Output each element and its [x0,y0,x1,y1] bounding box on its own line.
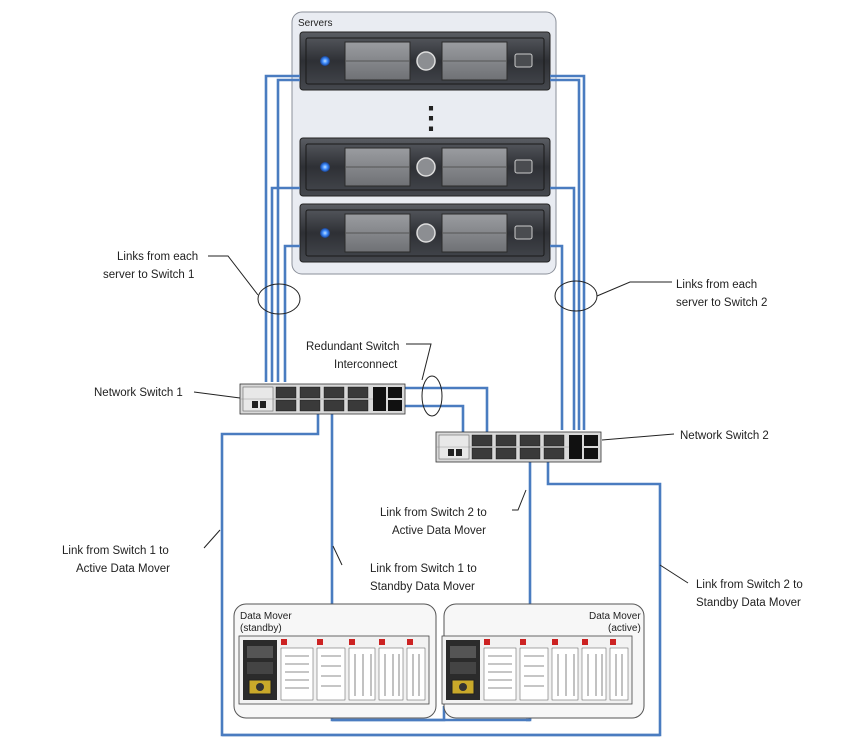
data-mover-active: Data Mover (active) [441,603,645,719]
sw2-active-label-2: Active Data Mover [392,525,486,537]
dm-standby-title: Data Mover [240,611,292,622]
links-sw2-label-1: Links from each [676,279,757,291]
dm-active-chassis [441,635,633,705]
links-sw2-label-2: server to Switch 2 [676,297,767,309]
dm-active-subtitle: (active) [608,623,641,634]
ellipsis-dots: ⋮ [416,102,446,135]
sw2-active-label-1: Link from Switch 2 to [380,507,487,519]
server-links-switch2 [550,74,586,430]
server-2 [299,137,551,197]
sw2-standby-label-1: Link from Switch 2 to [696,579,803,591]
data-mover-standby: Data Mover (standby) [233,603,437,719]
sw2-standby-label-2: Standby Data Mover [696,597,801,609]
dm-active-title: Data Mover [589,611,641,622]
callout-marks [193,255,689,584]
links-sw1-label-2: server to Switch 1 [103,269,194,281]
bottom-links [222,718,660,737]
dm-standby-chassis [238,635,430,705]
sw1-active-label-2: Active Data Mover [76,563,170,575]
servers-panel: Servers ⋮ [291,11,557,275]
sw1-standby-label-1: Link from Switch 1 to [370,563,477,575]
network-switch-2 [435,431,602,463]
labels-group: Links from each server to Switch 1 Links… [62,251,803,609]
switch-interconnect-links [404,386,489,432]
interconnect-label-2: Interconnect [334,359,398,371]
dm-standby-subtitle: (standby) [240,623,282,634]
network-switch-1-label: Network Switch 1 [94,387,183,399]
server-3 [299,203,551,263]
links-sw1-label-1: Links from each [117,251,198,263]
server-links-switch1 [264,74,300,382]
sw1-standby-label-2: Standby Data Mover [370,581,475,593]
sw1-active-label-1: Link from Switch 1 to [62,545,169,557]
network-switch-1 [239,383,406,415]
network-switch-2-label: Network Switch 2 [680,430,769,442]
servers-label: Servers [298,18,332,29]
server-1 [299,31,551,91]
interconnect-label-1: Redundant Switch [306,341,399,353]
